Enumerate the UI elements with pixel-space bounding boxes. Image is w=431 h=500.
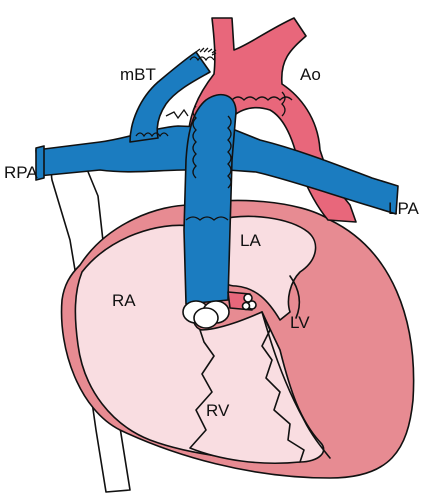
label-ra: RA — [112, 291, 136, 310]
lv-outflow-valve — [227, 291, 257, 311]
label-lv: LV — [290, 313, 310, 332]
septum-line — [261, 311, 331, 459]
label-mbt: mBT — [120, 65, 156, 84]
label-ao: Ao — [300, 65, 321, 84]
label-rpa: RPA — [4, 163, 38, 182]
rpa-tail — [35, 145, 45, 181]
suture-lines — [135, 47, 293, 221]
label-rv: RV — [206, 401, 230, 420]
label-la: LA — [240, 231, 261, 250]
pulmonary-conduit — [183, 93, 237, 305]
label-lpa: LPA — [388, 199, 420, 218]
mitral-leaflet — [289, 275, 301, 319]
rv-trabecular-edge — [189, 311, 305, 465]
conduit-valve — [182, 300, 230, 329]
mbt-shunt — [129, 51, 211, 143]
